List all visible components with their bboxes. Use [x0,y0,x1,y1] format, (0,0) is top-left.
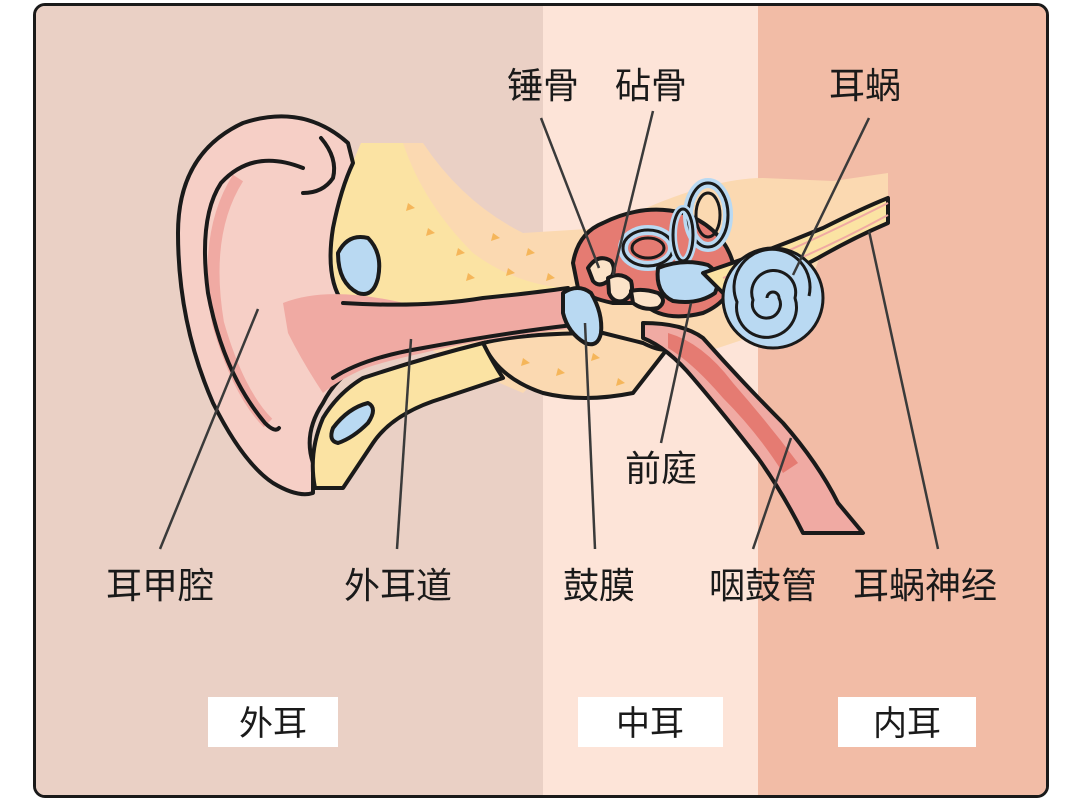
label-concha: 耳甲腔 [106,566,214,607]
leader-incus [611,110,655,276]
leader-eustachian-tube [751,437,793,550]
diagram-frame: 锤骨 砧骨 耳蜗 前庭 耳甲腔 外耳道 鼓膜 咽鼓管 耳蜗神经 外耳 中耳 内耳 [33,3,1049,798]
section-inner-box [838,697,976,747]
leader-lines [158,110,940,550]
label-ear-canal: 外耳道 [344,566,452,607]
label-incus: 砧骨 [615,66,687,107]
vestibule-shape [655,260,720,304]
leader-malleus [539,117,601,269]
cochlea-shape [721,246,825,350]
label-eustachian-tube: 咽鼓管 [709,566,817,607]
section-outer-box [208,697,338,747]
leader-cochlear-nerve [867,230,940,550]
upper-blue-pocket [336,235,382,296]
leader-ear-canal [395,338,413,550]
leader-eardrum [583,322,597,550]
label-cochlea: 耳蜗 [829,66,901,107]
eustachian-tube-inner [668,333,798,473]
lobe-cartilage [310,341,505,490]
leader-concha [158,308,260,550]
ear-canal-lower-wall [331,323,575,380]
ear-canal-upper-wall [341,286,570,307]
eardrum-shape [561,286,604,347]
lobe-blue-pocket [329,401,375,445]
section-outer-ear: 外耳 [208,697,338,747]
section-inner-ear: 内耳 [838,697,976,747]
ear-canal-shape [323,288,578,383]
label-malleus: 锤骨 [507,66,579,107]
helix-fold [203,158,305,432]
label-eardrum: 鼓膜 [563,566,635,607]
ear-anatomy-diagram: 锤骨 砧骨 耳蜗 前庭 耳甲腔 外耳道 鼓膜 咽鼓管 耳蜗神经 外耳 中耳 内耳 [36,6,1046,795]
section-inner-label: 内耳 [873,704,941,744]
leader-cochlea [791,117,871,276]
incus-bone [606,273,634,304]
inner-ear-region [758,6,1046,795]
bone-texture [406,203,625,386]
antihelix-fold [301,136,337,195]
section-middle-label: 中耳 [616,704,684,744]
label-vestibule: 前庭 [625,449,697,490]
leader-vestibule [659,302,693,444]
section-middle-box [578,697,723,747]
stapes-bone [629,287,665,311]
label-cochlear-nerve: 耳蜗神经 [853,566,997,607]
auricle-cartilage [329,143,568,317]
section-middle-ear: 中耳 [578,697,723,747]
section-outer-label: 外耳 [239,704,307,744]
